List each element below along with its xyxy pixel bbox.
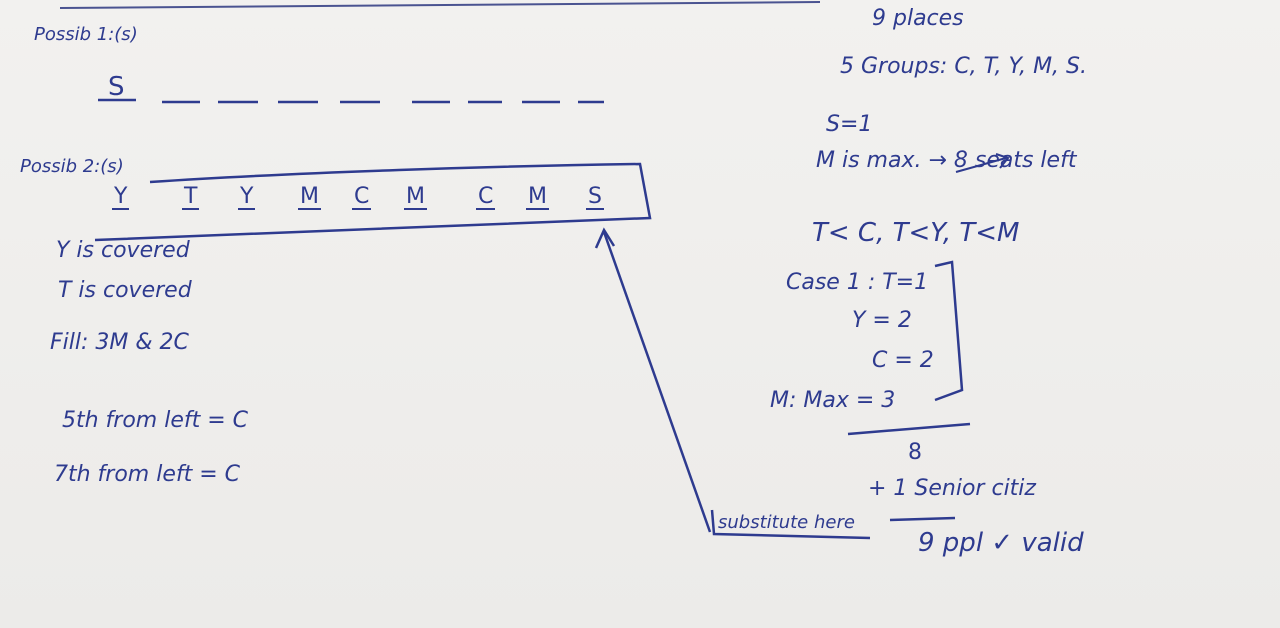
y-equals: Y = 2 (852, 308, 912, 333)
possib1-dashes (98, 98, 604, 104)
places-title: 9 places (872, 6, 964, 31)
substitute-arrow (602, 231, 712, 533)
seat-4: M (298, 184, 321, 210)
top-edge-line (59, 1, 821, 9)
note-y-covered: Y is covered (56, 238, 190, 263)
position-7th: 7th from left = C (54, 462, 241, 487)
seat-6: M (404, 184, 427, 210)
seat-5: C (352, 184, 372, 210)
case1-label: Case 1 : T=1 (786, 270, 929, 295)
arrangement-box (94, 162, 652, 242)
sum-line (847, 422, 971, 436)
note-t-covered: T is covered (58, 278, 192, 303)
c-equals: C = 2 (872, 348, 934, 373)
possib2-label: Possib 2:(s) (20, 156, 124, 177)
seat-1: Y (112, 184, 130, 210)
substitute-underline (710, 509, 871, 540)
senior-citizen: + 1 Senior citiz (868, 476, 1036, 501)
seat-7: C (476, 184, 496, 210)
ppl-valid: 9 ppl ✓ valid (918, 528, 1084, 558)
arrowhead (594, 227, 616, 249)
constraints: T< C, T<Y, T<M (812, 218, 1020, 248)
seat-3: Y (238, 184, 256, 210)
total-8: 8 (908, 440, 922, 465)
possib1-label: Possib 1:(s) (34, 24, 138, 45)
groups-line: 5 Groups: C, T, Y, M, S. (840, 54, 1087, 79)
seat-9: S (586, 184, 604, 210)
position-5th: 5th from left = C (62, 408, 249, 433)
s-equals: S=1 (826, 112, 873, 137)
m-is-max: M is max. → 8 seats left (816, 148, 1077, 173)
seat-2: T (182, 184, 200, 210)
ppl-line (889, 516, 956, 522)
case-bracket (934, 260, 964, 402)
substitute-note: substitute here (718, 512, 855, 533)
note-fill: Fill: 3M & 2C (50, 330, 189, 355)
possib1-seat: S (108, 72, 125, 102)
m-max-equals: M: Max = 3 (770, 388, 896, 413)
seat-8: M (526, 184, 549, 210)
small-arrow (955, 153, 1010, 173)
